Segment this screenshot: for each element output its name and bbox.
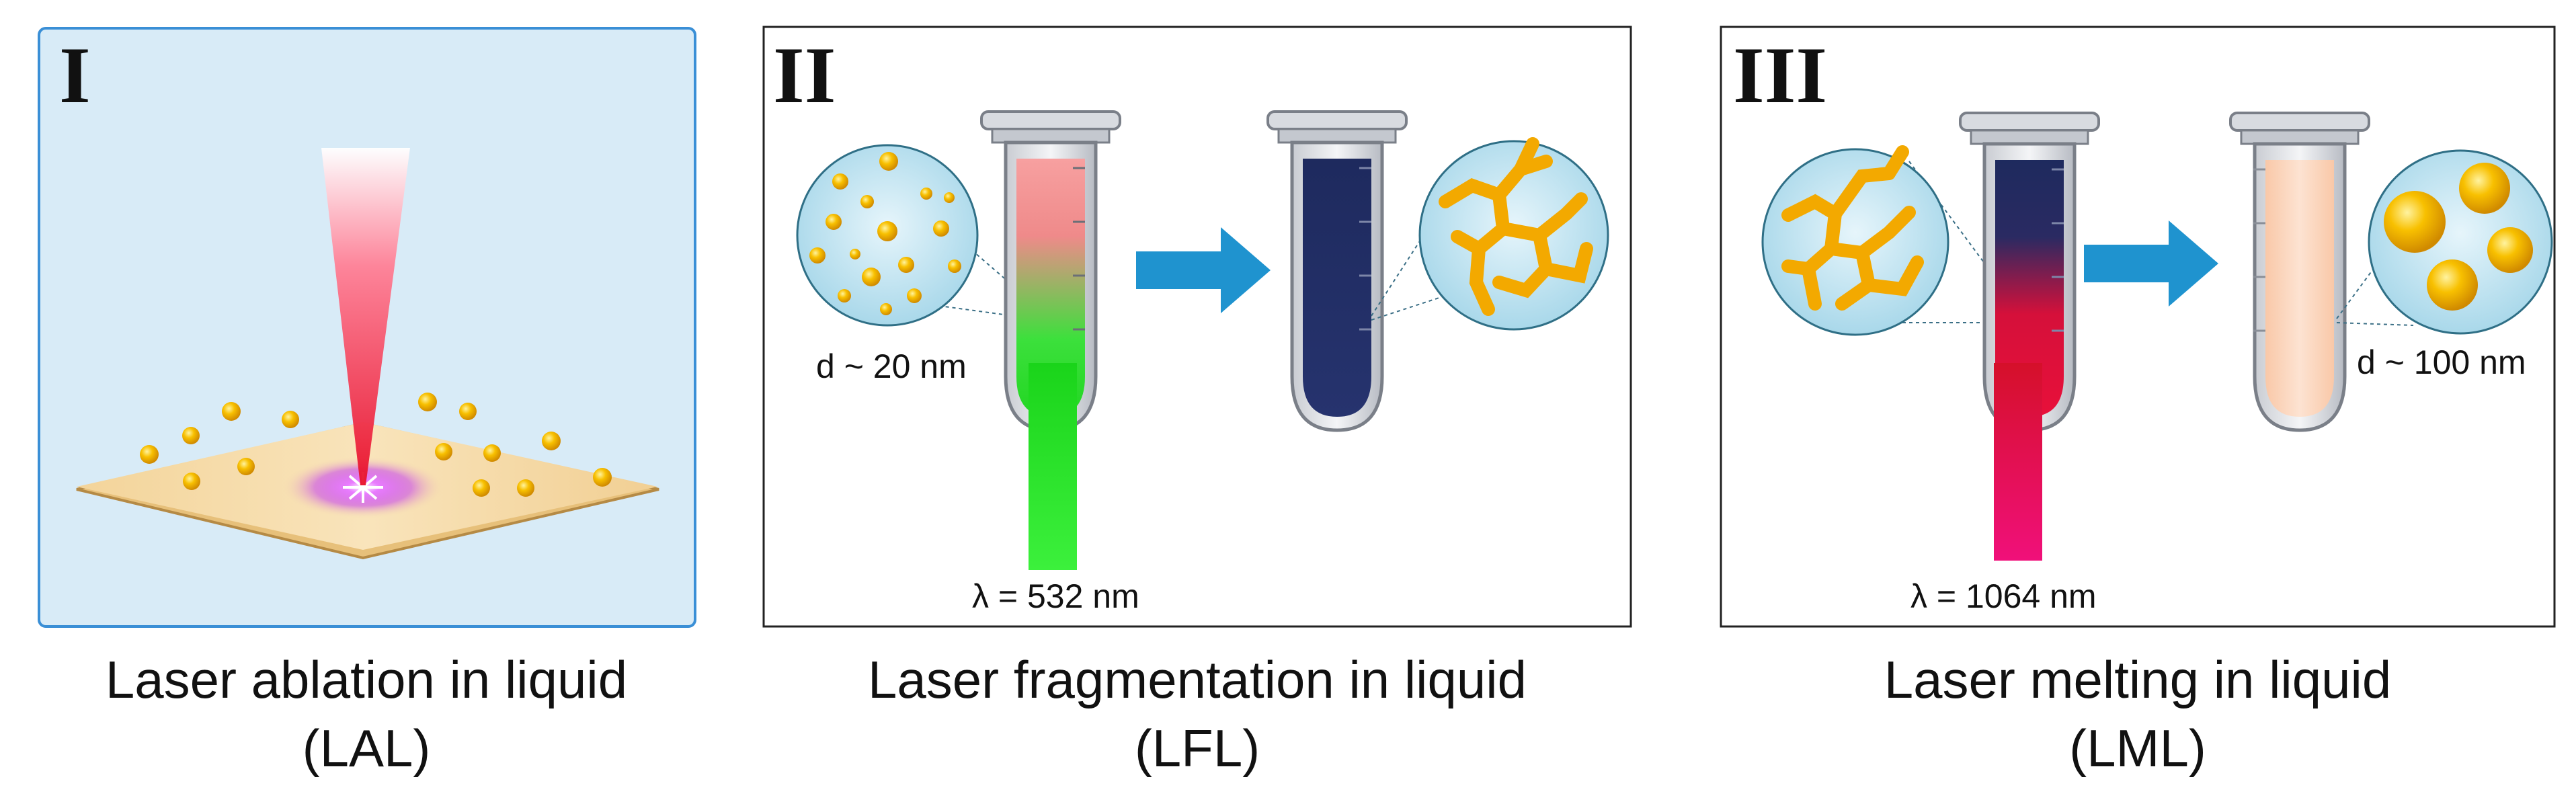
eppendorf-tube-icon	[980, 110, 1121, 432]
caption-2-line-2: (LFL)	[1134, 719, 1260, 778]
caption-1-line-1: Laser ablation in liquid	[105, 650, 628, 709]
nanoparticle-icon	[140, 445, 159, 464]
caption-panel-2: Laser fragmentation in liquid (LFL)	[764, 645, 1631, 782]
nanoparticle-icon	[222, 402, 241, 421]
panel-2: II	[762, 26, 1632, 628]
nanoparticle-icon	[435, 443, 452, 460]
nanoparticle-icon	[879, 152, 898, 171]
zoom-circle-icon	[1371, 137, 1609, 331]
nanoparticle-icon	[2487, 227, 2533, 273]
panel-1-numeral: I	[59, 30, 91, 120]
size-label-large: d ~ 100 nm	[2357, 343, 2526, 381]
nanoparticle-icon	[850, 249, 860, 259]
nanoparticle-icon	[517, 479, 534, 497]
nanoparticle-icon	[282, 411, 299, 428]
eppendorf-tube-icon	[1266, 110, 1408, 432]
nanonetwork-icon	[1781, 145, 1924, 311]
caption-panel-3: Laser melting in liquid (LML)	[1721, 645, 2554, 782]
wavelength-label-532: λ = 532 nm	[972, 577, 1139, 615]
nanoparticle-icon	[920, 188, 932, 200]
ejected-nanoparticles	[140, 393, 612, 497]
laser-beam-icon	[1994, 363, 2042, 561]
panel-3-numeral: III	[1733, 30, 1827, 120]
large-nanoparticles	[2384, 163, 2533, 311]
panel-2-numeral: II	[773, 30, 836, 120]
nanoparticle-icon	[838, 289, 851, 302]
nanoparticle-icon	[948, 259, 961, 273]
nanoparticle-icon	[2384, 191, 2446, 253]
nanoparticle-icon	[182, 427, 200, 444]
nanoparticle-icon	[459, 403, 477, 420]
arrow-right-icon	[2084, 220, 2218, 307]
nanoparticle-icon	[862, 268, 881, 286]
nanoparticle-icon	[809, 247, 826, 264]
nanoparticle-icon	[473, 479, 490, 497]
nanoparticle-icon	[907, 288, 922, 303]
caption-3-line-2: (LML)	[2069, 719, 2206, 778]
nanoparticle-icon	[593, 468, 612, 487]
nanoparticle-icon	[877, 221, 897, 241]
zoom-circle-icon	[1761, 145, 2024, 336]
zoom-circle-icon	[2336, 149, 2553, 335]
nanoparticle-icon	[898, 257, 914, 273]
nanoparticle-icon	[832, 173, 848, 190]
laser-beam-icon	[1029, 363, 1077, 570]
caption-1-line-2: (LAL)	[302, 719, 431, 778]
eppendorf-tube-icon	[1959, 112, 2100, 432]
panel-3: III	[1720, 26, 2556, 628]
nanoparticle-icon	[826, 214, 842, 230]
nanoparticle-icon	[483, 444, 501, 462]
panel-2-frame	[762, 26, 1632, 628]
zoom-circle-icon	[796, 144, 1044, 327]
nanoparticle-icon	[880, 303, 892, 315]
wavelength-label-1064: λ = 1064 nm	[1910, 577, 2097, 615]
nanoparticle-icon	[237, 458, 255, 475]
laser-beam-icon	[321, 148, 410, 485]
caption-2-line-1: Laser fragmentation in liquid	[868, 650, 1527, 709]
nanoparticle-icon	[860, 195, 874, 208]
nanoparticle-icon	[183, 473, 200, 490]
arrow-right-icon	[1136, 227, 1271, 313]
figure-svg: I	[38, 26, 2556, 628]
caption-panel-1: Laser ablation in liquid (LAL)	[27, 645, 706, 782]
small-nanoparticles	[809, 152, 961, 315]
nanoparticle-icon	[944, 192, 955, 203]
nanoparticle-icon	[542, 432, 561, 450]
nanoparticle-icon	[2459, 163, 2510, 214]
panel-1: I	[38, 27, 696, 628]
caption-3-line-1: Laser melting in liquid	[1884, 650, 2392, 709]
eppendorf-tube-icon	[2229, 112, 2370, 432]
nanoparticle-icon	[933, 220, 949, 237]
nanoparticle-icon	[418, 393, 437, 411]
fragmented-network-icon	[1439, 137, 1593, 316]
nanoparticle-icon	[2427, 259, 2478, 311]
size-label-small: d ~ 20 nm	[816, 348, 967, 385]
